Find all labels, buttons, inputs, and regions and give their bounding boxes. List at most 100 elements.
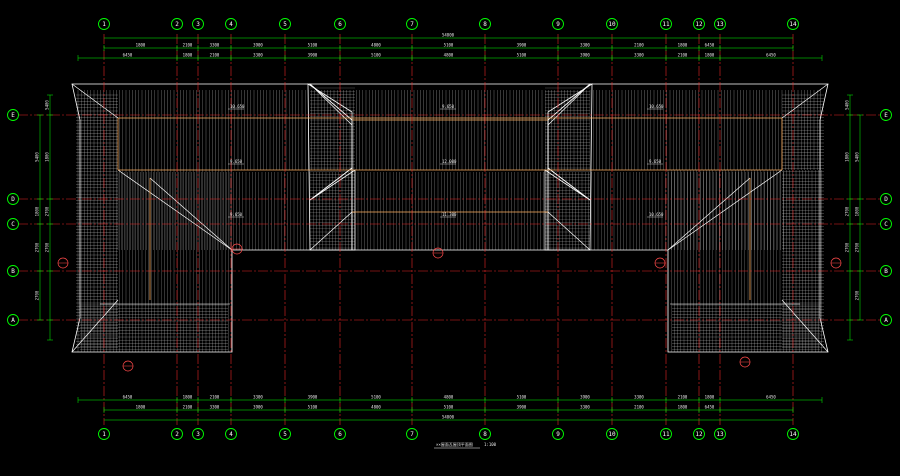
roof-face-3 <box>307 83 356 251</box>
hip-line-0 <box>71 83 119 119</box>
axis-bubble-top-4-label: 4 <box>229 21 233 28</box>
roof-tile-hatching <box>76 87 824 352</box>
dim-left-text-2: 2700 <box>35 242 40 252</box>
axis-bubble-left-C-circle <box>7 218 19 230</box>
axis-bubble-top-11-circle <box>660 18 672 30</box>
axis-bubble-top-9-label: 9 <box>556 21 560 28</box>
elev-text-1: 9.650 <box>230 159 243 164</box>
dim-top-bays-text-1: 1800 <box>183 53 193 58</box>
dim-bottom-bays-text-10: 2100 <box>678 395 688 400</box>
dim-top-bays-text-7: 5100 <box>517 53 527 58</box>
hip-line-3 <box>781 299 829 353</box>
dim-right-text-0: 5400 <box>855 152 860 162</box>
axis-bubble-bottom-12-label: 12 <box>695 431 703 438</box>
dim-left-text-1: 1800 <box>35 206 40 216</box>
hip-line-8 <box>309 83 353 126</box>
axis-bubble-top-4-circle <box>225 18 237 30</box>
axis-bubble-bottom-8-label: 8 <box>483 431 487 438</box>
axis-bubble-left-A-label: A <box>11 317 15 324</box>
axis-bubble-top-12-label: 12 <box>695 21 703 28</box>
dim-top-axes-text-6: 5100 <box>444 43 454 48</box>
hip-line-6 <box>149 177 233 251</box>
axis-bubble-top-10-circle <box>606 18 618 30</box>
axis-bubble-bottom-13-circle <box>714 428 726 440</box>
axis-bubble-top-5-label: 5 <box>283 21 287 28</box>
axis-bubble-right-E-label: E <box>884 112 888 119</box>
axis-bubble-bottom-5-label: 5 <box>283 431 287 438</box>
hip-line-1 <box>781 83 829 119</box>
dim-top-bays-text-10: 2100 <box>678 53 688 58</box>
roof-face-4 <box>544 83 593 251</box>
axis-bubble-top-7-label: 7 <box>410 21 414 28</box>
axis-bubble-bottom-8-circle <box>479 428 491 440</box>
dim-bottom-bays-text-9: 3300 <box>634 395 644 400</box>
hip-line-10 <box>309 211 353 251</box>
drawing-scale: 1:100 <box>484 442 497 447</box>
dim-right-outer-text-3: 2700 <box>845 242 850 252</box>
dim-bottom-bays-text-12: 6450 <box>766 395 776 400</box>
dim-bottom-axes-text-5: 4800 <box>371 405 381 410</box>
axis-bubble-bottom-11-label: 11 <box>662 431 670 438</box>
axis-bubble-top-6-label: 6 <box>338 21 342 28</box>
dim-top-axes-text-5: 4800 <box>371 43 381 48</box>
hip-line-13 <box>547 167 591 201</box>
hip-line-2 <box>71 299 119 353</box>
dim-bottom-bays-text-7: 5100 <box>517 395 527 400</box>
axis-bubble-bottom-9-label: 9 <box>556 431 560 438</box>
hip-line-11 <box>547 211 591 251</box>
dim-left-outer-text-2: 2700 <box>45 206 50 216</box>
axis-bubble-top-6-circle <box>334 18 346 30</box>
elev-text-7: 10.650 <box>649 212 664 217</box>
dim-bottom-axes-text-8: 3300 <box>580 405 590 410</box>
dim-bottom-axes-text-3: 3900 <box>253 405 263 410</box>
dim-top-axes-text-7: 3900 <box>517 43 527 48</box>
dim-right-outer-text-1: 1800 <box>845 152 850 162</box>
axis-bubble-top-14-circle <box>787 18 799 30</box>
axis-bubble-top-2-circle <box>171 18 183 30</box>
dim-top-axes-text-3: 3900 <box>253 43 263 48</box>
hip-line-5 <box>667 169 783 251</box>
dim-top-axes-text-9: 2100 <box>634 43 644 48</box>
axis-bubble-bottom-6-circle <box>334 428 346 440</box>
dim-bottom-axes-text-6: 5100 <box>444 405 454 410</box>
dim-top-total-text: 54800 <box>442 33 455 38</box>
dim-top-axes-text-1: 2100 <box>183 43 193 48</box>
dim-bottom-bays-text-11: 1800 <box>705 395 715 400</box>
axis-bubble-bottom-11-circle <box>660 428 672 440</box>
dim-bottom-axes-text-11: 6450 <box>705 405 715 410</box>
axis-bubble-left-A-circle <box>7 314 19 326</box>
axis-bubble-top-2-label: 2 <box>175 21 179 28</box>
dim-bottom-bays-text-0: 6450 <box>123 395 133 400</box>
axis-bubble-top-1-circle <box>98 18 110 30</box>
axis-bubble-top-9-circle <box>552 18 564 30</box>
dim-bottom-bays-text-6: 4800 <box>444 395 454 400</box>
axis-bubble-bottom-4-circle <box>225 428 237 440</box>
dim-right-text-3: 2700 <box>855 290 860 300</box>
axis-bubble-top-3-label: 3 <box>196 21 200 28</box>
dim-bottom-bays-text-3: 3300 <box>253 395 263 400</box>
axis-bubble-bottom-2-label: 2 <box>175 431 179 438</box>
axis-bubble-right-E-circle <box>880 109 892 121</box>
dim-top-axes-text-4: 5100 <box>308 43 318 48</box>
axis-bubble-left-B-circle <box>7 265 19 277</box>
axis-bubble-top-7-circle <box>406 18 418 30</box>
axis-bubble-left-D-circle <box>7 193 19 205</box>
axis-bubble-top-10-label: 10 <box>608 21 616 28</box>
dim-top-bays-text-8: 3900 <box>580 53 590 58</box>
elev-text-5: 11.300 <box>442 212 457 217</box>
hip-line-12 <box>309 167 353 201</box>
axis-bubble-right-C-label: C <box>884 221 888 228</box>
elev-text-4: 9.650 <box>649 159 662 164</box>
axis-bubble-bottom-10-label: 10 <box>608 431 616 438</box>
dim-top-bays-text-0: 6450 <box>123 53 133 58</box>
dim-bottom-bays-text-4: 3900 <box>308 395 318 400</box>
axis-bubble-left-C-label: C <box>11 221 15 228</box>
axis-bubble-right-C-circle <box>880 218 892 230</box>
dim-bottom-axes-text-7: 3900 <box>517 405 527 410</box>
dim-bottom-bays-text-5: 5100 <box>371 395 381 400</box>
dim-top-axes-text-11: 6450 <box>705 43 715 48</box>
axis-bubble-left-E-circle <box>7 109 19 121</box>
